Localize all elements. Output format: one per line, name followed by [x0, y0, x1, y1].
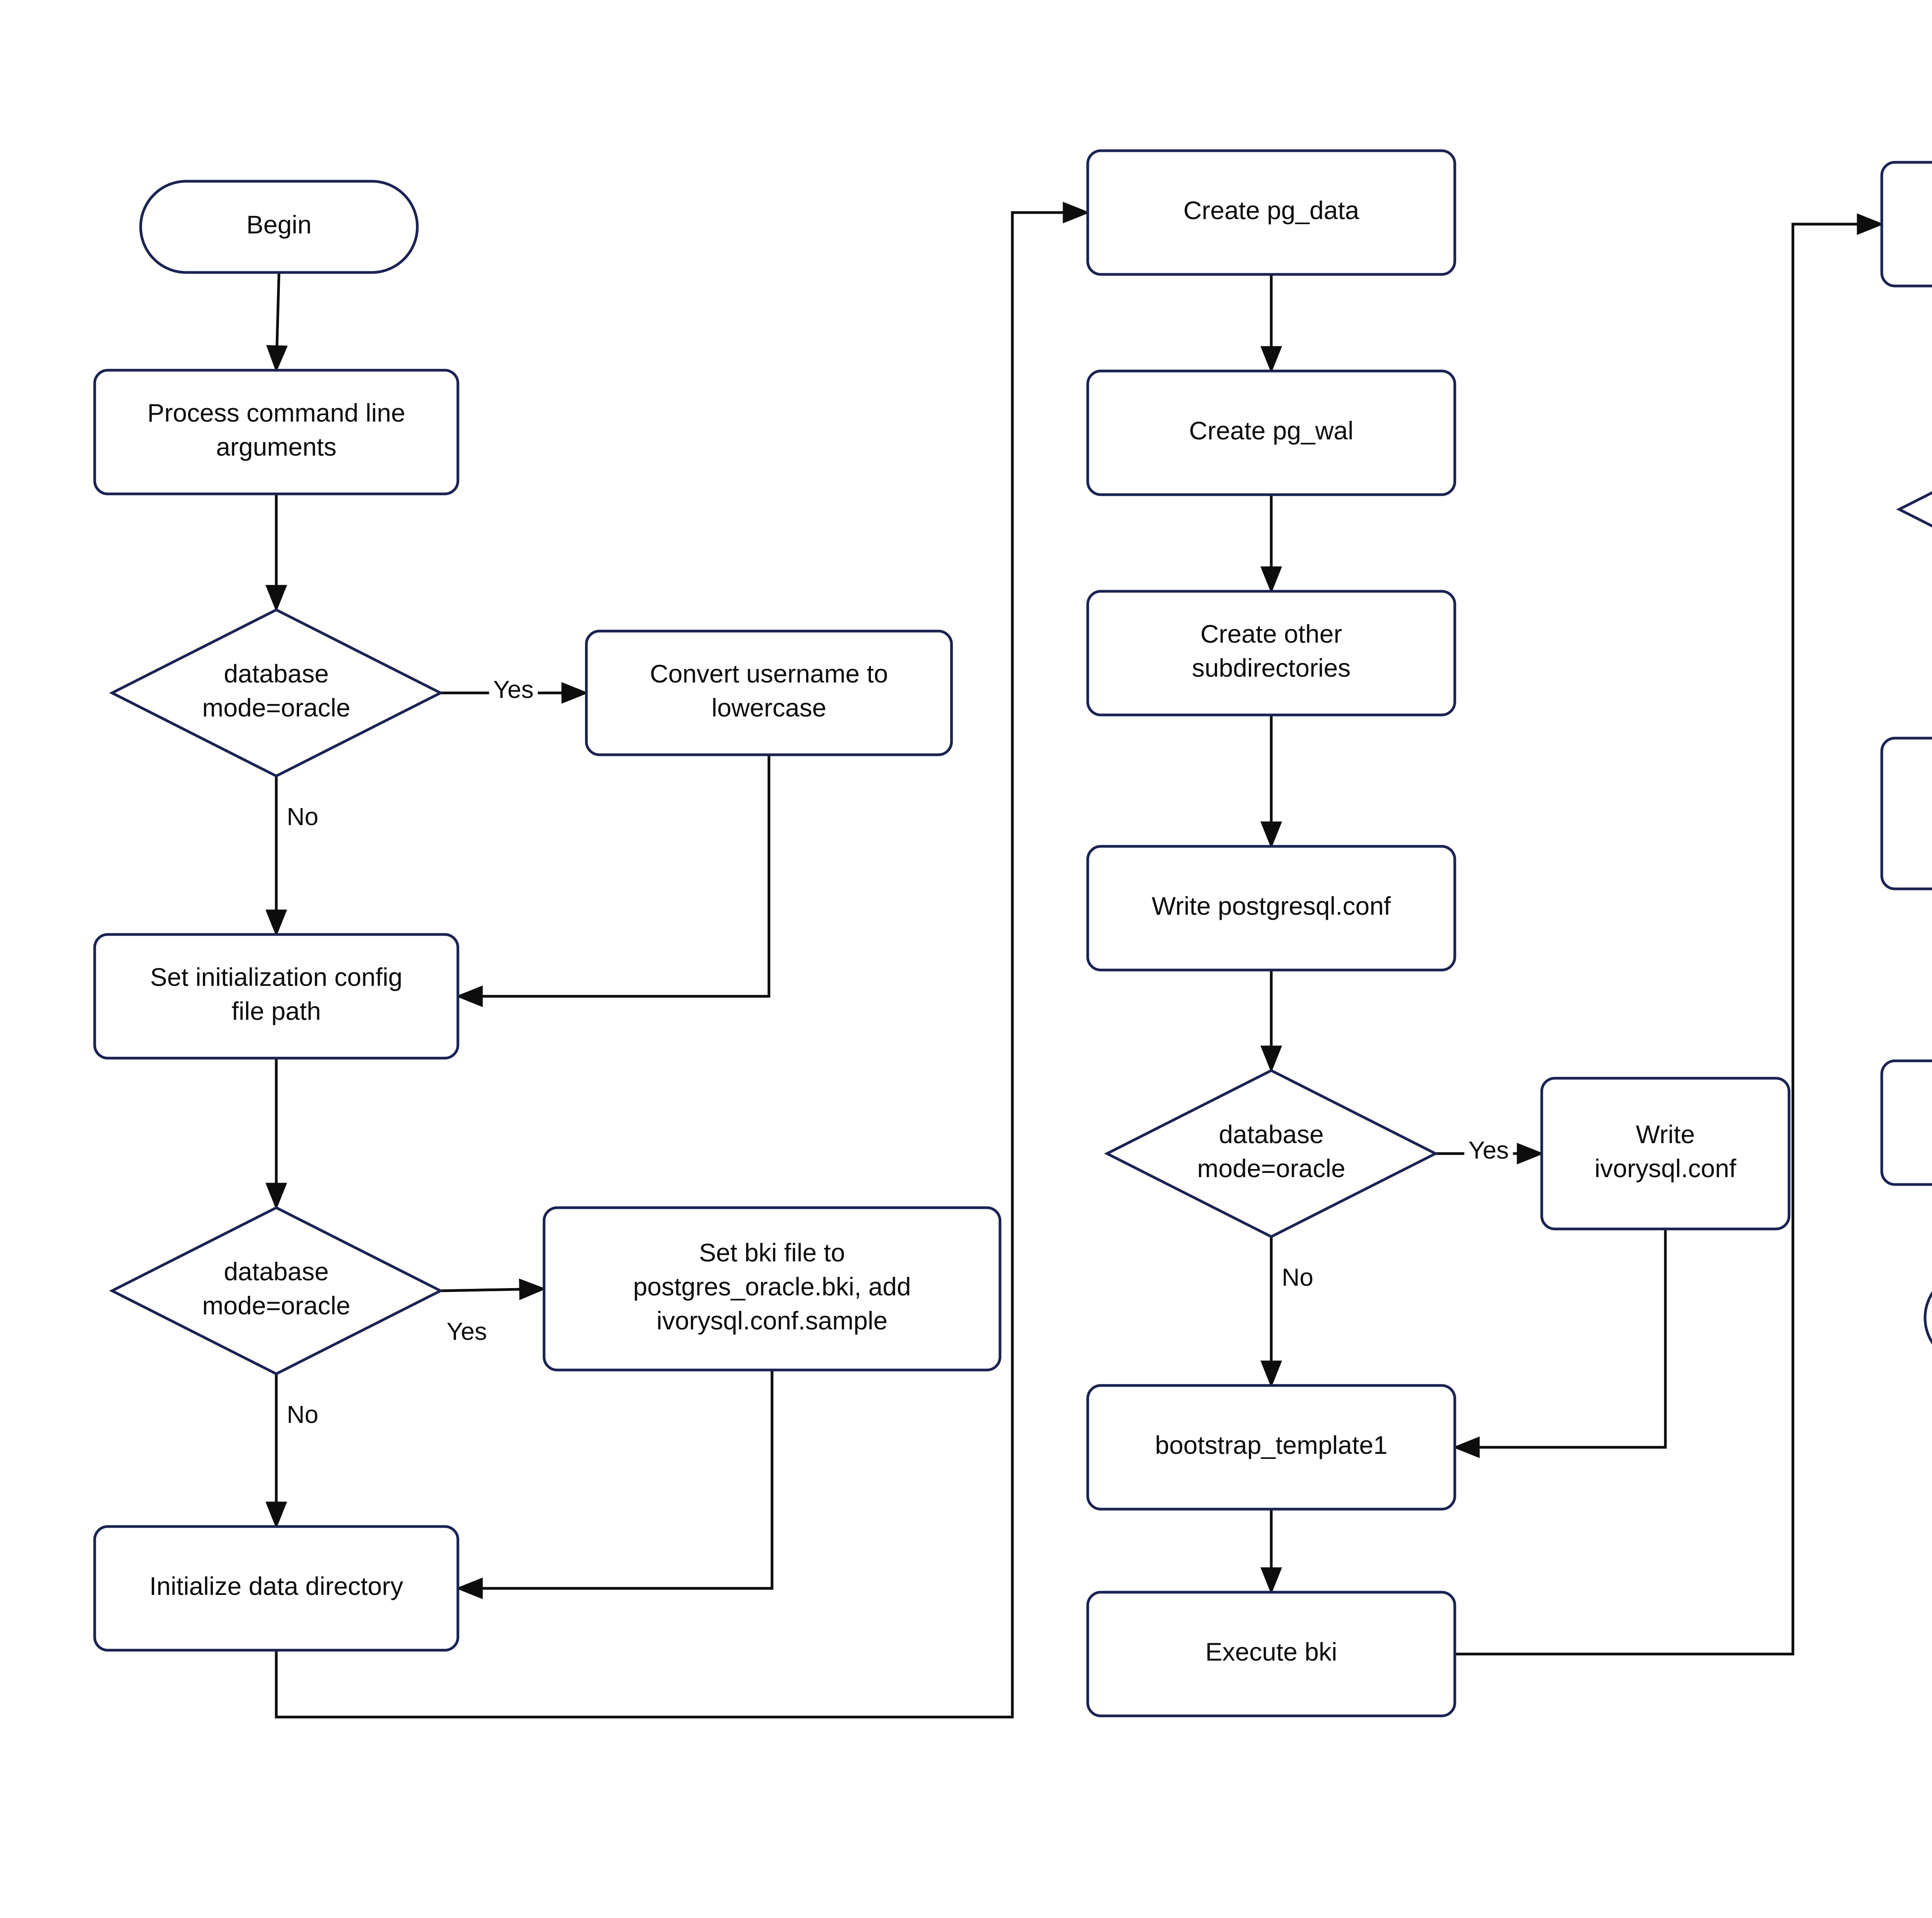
process-box — [1086, 845, 1456, 972]
process-box — [1880, 737, 1932, 890]
flow-node-label: Begin — [247, 210, 312, 239]
flow-node-init_data_dir[interactable]: Initialize data directory — [93, 1525, 459, 1652]
flow-node-end[interactable]: End — [1923, 1272, 1932, 1363]
decision-diamond — [109, 608, 444, 778]
decision-diamond — [1104, 1069, 1439, 1238]
edge-label-backdrop — [1464, 1136, 1513, 1168]
flow-node-label: Create pg_wal — [1189, 416, 1354, 445]
process-box — [1086, 369, 1456, 496]
flow-node-init_db_objects[interactable]: Initialize databaseobjects — [1880, 161, 1932, 288]
flow-edge-e-initdir-pgdata — [275, 202, 1090, 1719]
flow-edge-e-convert-config — [456, 755, 770, 1007]
flow-node-load_templates[interactable]: Load template0,postgres, ivorysqldatabas… — [1880, 737, 1932, 890]
flow-edge-e-bki-initdir — [456, 1370, 774, 1599]
decision-diamond — [109, 1206, 444, 1375]
edges-layer — [265, 202, 1884, 1719]
edge-label-backdrop — [442, 1317, 491, 1350]
edge-label-e-d3-ivoryconf: Yes — [1468, 1136, 1509, 1164]
flow-node-create_pg_wal[interactable]: Create pg_wal — [1086, 369, 1456, 496]
edge-label-backdrop — [285, 1400, 320, 1433]
edge-label-backdrop — [285, 802, 320, 835]
process-box — [93, 1525, 459, 1652]
process-box — [93, 369, 459, 495]
process-box — [1086, 590, 1456, 716]
edge-label-e-d1-config: No — [287, 803, 318, 831]
process-box — [1880, 1059, 1932, 1186]
edge-labels-layer: YesNoYesNoYesNoYesNo — [285, 675, 1513, 1433]
process-box — [1880, 161, 1932, 288]
process-box — [93, 933, 459, 1060]
flow-edge-e-ivoryconf-bootstrap — [1452, 1229, 1667, 1458]
flow-node-bootstrap_tpl1[interactable]: bootstrap_template1 — [1086, 1384, 1456, 1511]
flow-node-execute_bki[interactable]: Execute bki — [1086, 1591, 1456, 1717]
flow-node-label: bootstrap_template1 — [1155, 1431, 1388, 1459]
edge-label-e-d1-convert: Yes — [493, 676, 534, 703]
flow-edge-e-d2-bki — [440, 1278, 546, 1300]
process-box — [1086, 149, 1456, 276]
process-box — [1086, 1384, 1456, 1511]
flow-edge-e-bki-initobjects — [1455, 213, 1884, 1656]
flow-node-label: Create pg_data — [1183, 196, 1359, 225]
decision-diamond — [1896, 491, 1932, 528]
flow-node-write_pgconf[interactable]: Write postgresql.conf — [1086, 845, 1456, 972]
edge-label-backdrop — [1280, 1263, 1315, 1295]
flow-node-create_pg_data[interactable]: Create pg_data — [1086, 149, 1456, 276]
terminator-shape — [1923, 1291, 1932, 1344]
flow-node-label: Initialize data directory — [150, 1572, 403, 1600]
process-box — [585, 630, 953, 756]
flow-node-begin[interactable]: Begin — [139, 180, 419, 274]
terminator-shape — [139, 180, 419, 274]
edge-label-e-d2-initdir: No — [287, 1401, 318, 1428]
flow-edge-e-begin-args — [266, 272, 288, 373]
edge-label-e-d3-bootstrap: No — [1282, 1263, 1313, 1291]
flow-node-label: Write postgresql.conf — [1152, 892, 1391, 920]
process-box — [543, 1206, 1002, 1372]
edge-label-e-d2-bki: Yes — [447, 1317, 487, 1345]
edge-label-backdrop — [489, 675, 538, 708]
flow-node-print_message[interactable]: Print completionmessage — [1880, 1059, 1932, 1186]
process-box — [1540, 1077, 1791, 1230]
flow-node-label: Execute bki — [1205, 1637, 1337, 1666]
process-box — [1086, 1591, 1456, 1717]
